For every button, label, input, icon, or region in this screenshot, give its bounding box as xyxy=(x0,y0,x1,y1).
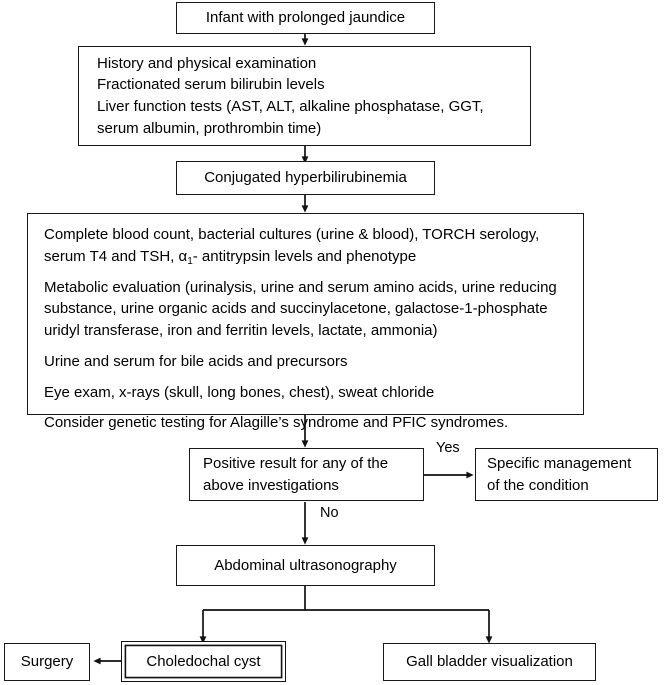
node-choledochal-cyst[interactable]: Choledochal cyst xyxy=(121,641,286,682)
investigation-paragraph: Consider genetic testing for Alagille’s … xyxy=(44,414,509,432)
investigation-paragraph: Eye exam, x-rays (skull, long bones, che… xyxy=(44,383,435,401)
node-initial-workup[interactable]: History and physical examination Fractio… xyxy=(78,46,531,146)
node-label: Abdominal ultrasonography xyxy=(214,556,397,574)
node-label: Conjugated hyperbilirubinemia xyxy=(204,169,407,187)
workup-line: History and physical examination xyxy=(97,54,317,72)
node-label: Choledochal cyst xyxy=(146,652,261,670)
node-infant-with-prolonged-jaundice[interactable]: Infant with prolonged jaundice xyxy=(176,2,435,34)
investigation-paragraph: Metabolic evaluation (urinalysis, urine … xyxy=(44,278,557,340)
node-investigations-panel[interactable]: Complete blood count, bacterial cultures… xyxy=(27,213,584,431)
node-decision-positive-result[interactable]: Positive result for any of the above inv… xyxy=(189,448,424,501)
investigations-text: Complete blood count, bacterial cultures… xyxy=(44,224,567,434)
investigation-paragraph: Complete blood count, bacterial cultures… xyxy=(44,226,540,267)
initial-workup-lines: History and physical examination Fractio… xyxy=(97,53,512,140)
node-surgery[interactable]: Surgery xyxy=(4,643,90,681)
node-abdominal-ultrasonography[interactable]: Abdominal ultrasonography xyxy=(176,545,435,586)
edge-label-yes: Yes xyxy=(434,440,462,456)
node-label: Infant with prolonged jaundice xyxy=(205,9,406,27)
node-gall-bladder-visualization[interactable]: Gall bladder visualization xyxy=(383,643,596,681)
node-label: Gall bladder visualization xyxy=(406,653,573,671)
node-conjugated-hyperbilirubinemia[interactable]: Conjugated hyperbilirubinemia xyxy=(176,161,435,195)
node-label: Surgery xyxy=(20,653,74,671)
investigation-paragraph: Urine and serum for bile acids and precu… xyxy=(44,352,348,370)
edge-label-no: No xyxy=(318,505,341,521)
node-label: Specific management of the condition xyxy=(487,454,632,494)
node-label: Positive result for any of the above inv… xyxy=(203,454,389,494)
node-specific-management[interactable]: Specific management of the condition xyxy=(475,448,658,501)
workup-line: Liver function tests (AST, ALT, alkaline… xyxy=(97,98,484,137)
edge-ultrasound-split xyxy=(203,586,489,611)
workup-line: Fractionated serum bilirubin levels xyxy=(97,76,325,94)
